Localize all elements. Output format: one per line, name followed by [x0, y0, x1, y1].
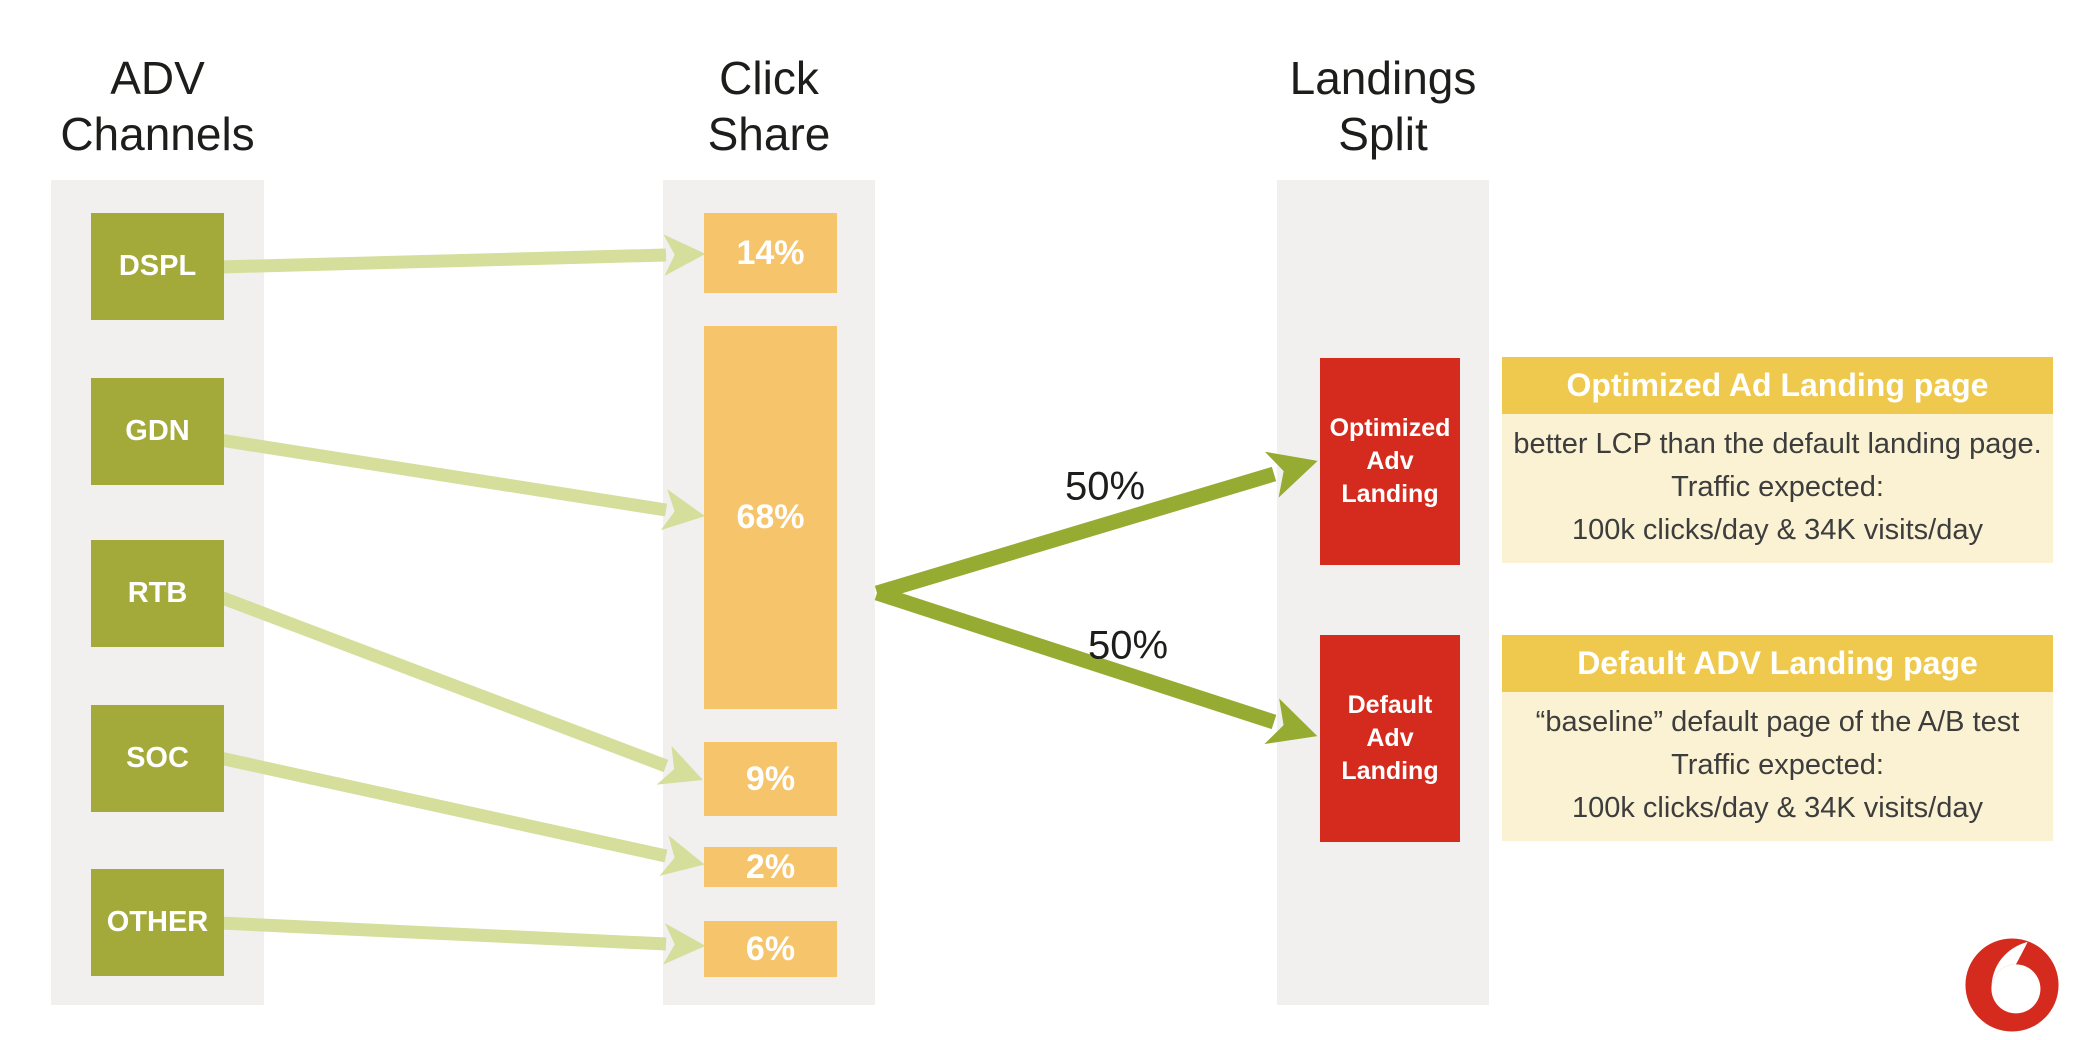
arrow-gdn-to-68	[218, 433, 706, 531]
click-share-title-line2: Share	[707, 108, 831, 160]
landing-box-text: Optimized Adv Landing	[1330, 412, 1451, 511]
adv-channels-title: ADV Channels	[51, 50, 264, 162]
panel-body-line: 100k clicks/day & 34K visits/day	[1571, 514, 1983, 546]
landing-box-optimized: Optimized Adv Landing	[1320, 358, 1460, 565]
channel-box-rtb: RTB	[91, 540, 224, 647]
default-landing-panel: Default ADV Landing page “baseline” defa…	[1502, 635, 2053, 841]
landings-split-column	[1277, 180, 1489, 1005]
arrow-split-to-default	[874, 585, 1318, 745]
share-value: 2%	[745, 847, 796, 886]
share-value: 14%	[736, 233, 805, 272]
arrow-soc-to-2	[218, 751, 705, 876]
optimized-panel-title: Optimized Ad Landing page	[1502, 357, 2053, 414]
panel-body-line: 100k clicks/day & 34K visits/day	[1571, 792, 1983, 824]
channel-box-gdn: GDN	[91, 378, 224, 485]
arrow-split-to-optimized	[874, 451, 1318, 601]
split-label-top: 50%	[1064, 464, 1146, 509]
adv-channels-title-line2: Channels	[60, 108, 255, 160]
share-box-6: 6%	[704, 921, 837, 977]
logo-speechmark-bowl	[1991, 964, 2041, 1014]
channel-box-soc: SOC	[91, 705, 224, 812]
channel-label: DSPL	[118, 250, 197, 282]
channel-box-dspl: DSPL	[91, 213, 224, 320]
optimized-panel-body: better LCP than the default landing page…	[1502, 414, 2053, 563]
optimized-landing-panel: Optimized Ad Landing page better LCP tha…	[1502, 357, 2053, 563]
share-box-9: 9%	[704, 742, 837, 816]
adv-channels-title-line1: ADV	[110, 52, 205, 104]
share-box-14: 14%	[704, 213, 837, 293]
landing-line: Optimized	[1329, 414, 1451, 442]
channel-label: GDN	[125, 415, 190, 447]
default-panel-body: “baseline” default page of the A/B test …	[1502, 692, 2053, 841]
arrow-rtb-to-9	[217, 590, 703, 785]
arrow-dspl-to-14	[219, 234, 706, 276]
channel-label: SOC	[126, 742, 189, 774]
landing-line: Adv	[1366, 724, 1414, 752]
share-box-2: 2%	[704, 847, 837, 887]
panel-body-line: “baseline” default page of the A/B test	[1535, 706, 2020, 738]
landing-line: Landing	[1341, 480, 1439, 508]
landing-line: Adv	[1366, 447, 1414, 475]
landing-line: Landing	[1341, 757, 1439, 785]
share-value: 68%	[736, 498, 805, 536]
arrow-other-to-6	[219, 916, 706, 965]
vodafone-logo	[1965, 938, 2059, 1032]
share-value: 9%	[745, 759, 796, 798]
default-panel-title: Default ADV Landing page	[1502, 635, 2053, 692]
split-label-bottom: 50%	[1087, 623, 1169, 668]
share-box-68: 68%	[704, 326, 837, 709]
landing-line: Default	[1347, 691, 1433, 719]
panel-body-line: Traffic expected:	[1671, 749, 1884, 781]
panel-body-line: better LCP than the default landing page…	[1513, 428, 2042, 460]
panel-body-line: Traffic expected:	[1671, 471, 1884, 503]
channel-label: OTHER	[106, 906, 209, 938]
click-share-title: Click Share	[663, 50, 875, 162]
channel-box-other: OTHER	[91, 869, 224, 976]
landing-box-default: Default Adv Landing	[1320, 635, 1460, 842]
landing-box-text: Default Adv Landing	[1341, 689, 1438, 788]
landings-split-title-line1: Landings	[1289, 52, 1477, 104]
landings-split-title: Landings Split	[1277, 50, 1489, 162]
share-value: 6%	[745, 929, 796, 968]
channel-label: RTB	[127, 577, 188, 609]
logo-speechmark-tail	[1991, 941, 2028, 989]
landings-split-title-line2: Split	[1338, 108, 1428, 160]
click-share-title-line1: Click	[719, 52, 819, 104]
